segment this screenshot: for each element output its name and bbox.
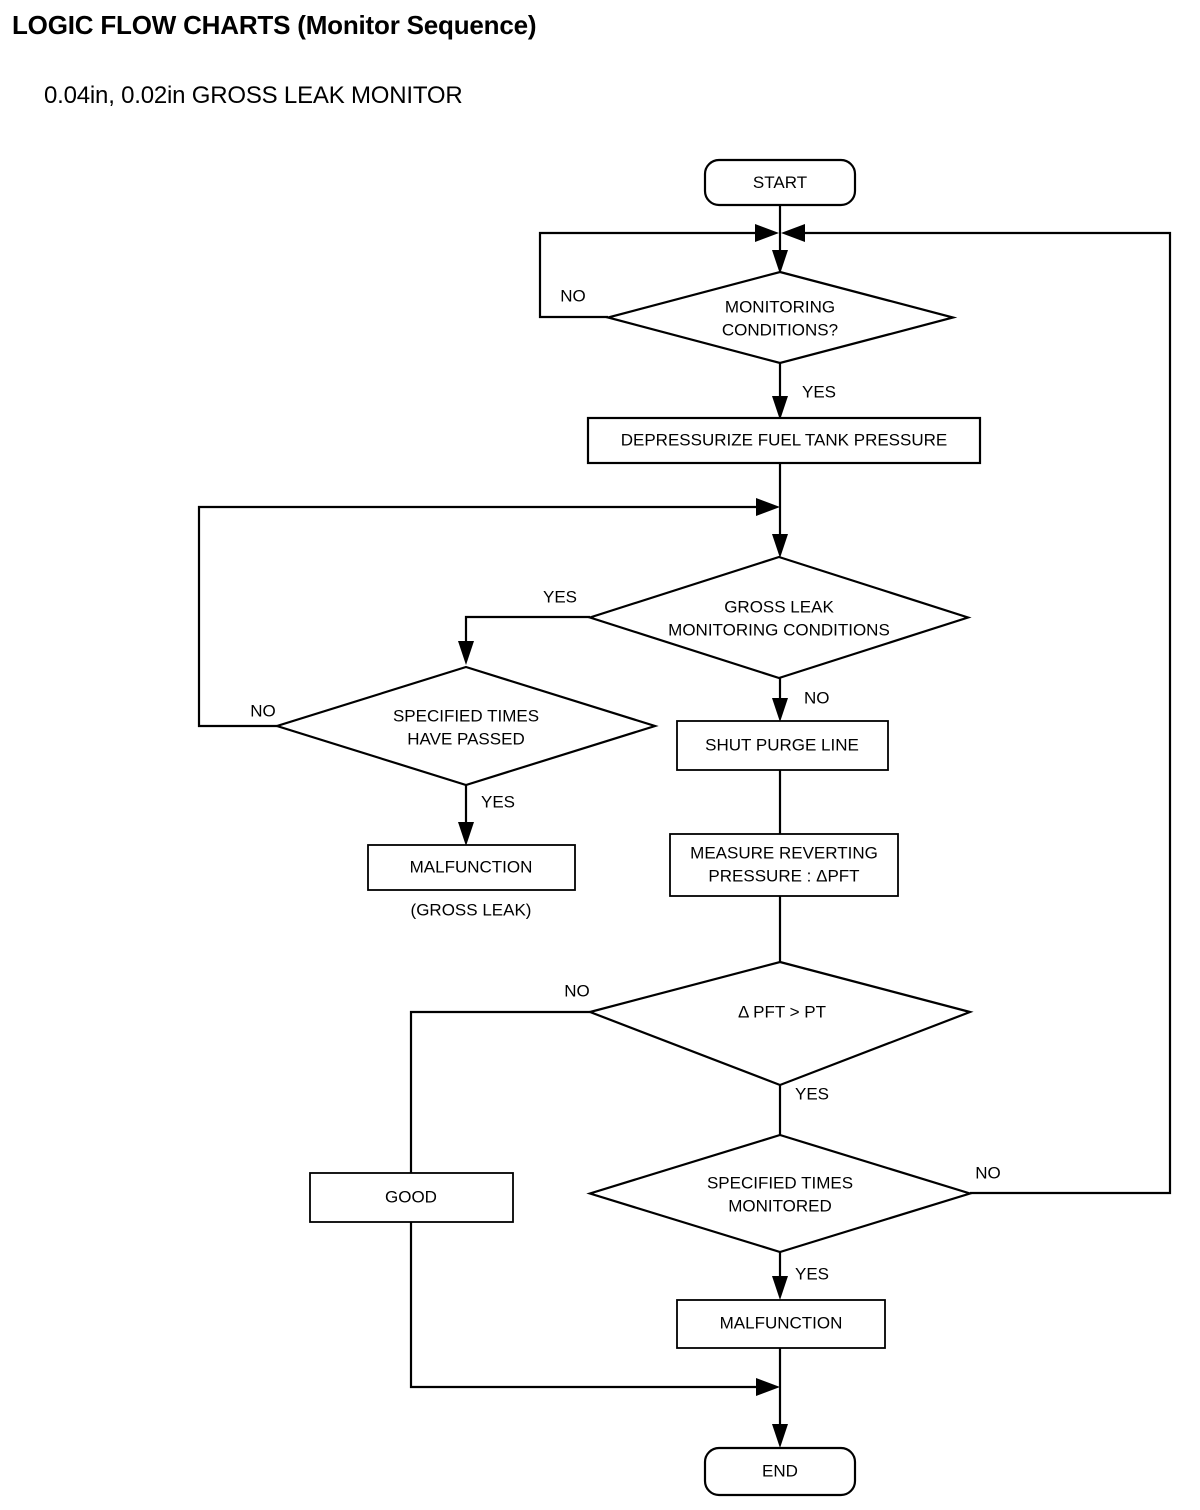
node-pft-gt-pt[interactable] [586, 960, 974, 1087]
edge-spec-monitored-no-loop [800, 231, 1172, 1195]
node-measure-reverting-label-1: MEASURE REVERTING [690, 843, 878, 862]
node-shut-purge-line[interactable] [676, 720, 889, 771]
node-depressurize[interactable] [586, 416, 982, 465]
node-gross-leak-conditions[interactable] [586, 555, 972, 680]
node-shut-purge-line-label: SHUT PURGE LINE [705, 735, 859, 754]
arrowhead-to-end [772, 1424, 788, 1448]
page-subtitle: 0.04in, 0.02in GROSS LEAK MONITOR [44, 82, 463, 109]
edge-pft-no [409, 1010, 590, 1173]
edge-label-yes-spec-monitored: YES [795, 1264, 829, 1283]
node-specified-times-passed-label-2: HAVE PASSED [407, 729, 524, 748]
node-malfunction-gross-leak-note: (GROSS LEAK) [411, 900, 532, 919]
node-specified-times-monitored-label-2: MONITORED [728, 1196, 832, 1215]
arrowhead-to-monitoring [772, 250, 788, 274]
arrowhead-to-malfunction-grossleak [458, 822, 474, 846]
arrowhead-to-grossleak [772, 534, 788, 558]
arrowhead-loop-into-trunk [756, 498, 780, 516]
node-gross-leak-conditions-label-1: GROSS LEAK [724, 597, 834, 616]
edge-label-no-spec-passed: NO [250, 701, 276, 720]
edge-label-no-spec-monitored: NO [975, 1163, 1001, 1182]
node-pft-gt-pt-label: Δ PFT > PT [738, 1002, 826, 1021]
node-malfunction-gross-leak[interactable] [367, 844, 576, 891]
edge-monitoring-no-loop [538, 231, 760, 319]
edge-label-no-pft: NO [564, 981, 590, 1000]
node-end-label: END [762, 1461, 798, 1480]
edge-good-to-end-rail [409, 1222, 762, 1389]
arrowhead-to-spec-passed [458, 641, 474, 665]
edge-label-yes-spec-passed: YES [481, 792, 515, 811]
arrowhead-to-shut-purge [772, 698, 788, 722]
node-start-label: START [753, 173, 807, 192]
edge-label-yes-pft: YES [795, 1084, 829, 1103]
node-good[interactable] [309, 1172, 514, 1223]
node-specified-times-passed[interactable] [273, 665, 659, 787]
edge-grossleak-yes [464, 615, 590, 656]
node-measure-reverting[interactable] [669, 833, 899, 897]
node-measure-reverting-label-2: PRESSURE : ΔPFT [708, 866, 859, 885]
arrowhead-to-malfunction [772, 1276, 788, 1300]
node-specified-times-passed-label-1: SPECIFIED TIMES [393, 706, 539, 725]
edge-label-yes-gross-leak: YES [543, 587, 577, 606]
node-depressurize-label: DEPRESSURIZE FUEL TANK PRESSURE [621, 430, 948, 449]
node-malfunction[interactable] [676, 1299, 886, 1349]
node-malfunction-gross-leak-label: MALFUNCTION [410, 857, 533, 876]
page-title: LOGIC FLOW CHARTS (Monitor Sequence) [12, 10, 537, 40]
edge-label-yes-monitoring: YES [802, 382, 836, 401]
node-monitoring-conditions-label-2: CONDITIONS? [722, 320, 838, 339]
node-end[interactable] [703, 1446, 857, 1497]
arrowhead-junction-left [755, 224, 779, 242]
edge-label-no-gross-leak: NO [804, 688, 830, 707]
node-specified-times-monitored[interactable] [586, 1133, 974, 1254]
arrowhead-to-depressurize [772, 396, 788, 420]
node-malfunction-label: MALFUNCTION [720, 1313, 843, 1332]
arrowhead-rail-merge [756, 1378, 780, 1396]
arrowhead-junction-right [781, 224, 805, 242]
node-gross-leak-conditions-label-2: MONITORING CONDITIONS [668, 620, 890, 639]
node-specified-times-monitored-label-1: SPECIFIED TIMES [707, 1173, 853, 1192]
node-monitoring-conditions[interactable] [603, 270, 958, 365]
node-start[interactable] [703, 158, 857, 207]
edge-spec-passed-no-loop [197, 505, 762, 728]
edge-label-no-monitoring: NO [560, 286, 586, 305]
node-monitoring-conditions-label-1: MONITORING [725, 297, 835, 316]
node-good-label: GOOD [385, 1187, 437, 1206]
